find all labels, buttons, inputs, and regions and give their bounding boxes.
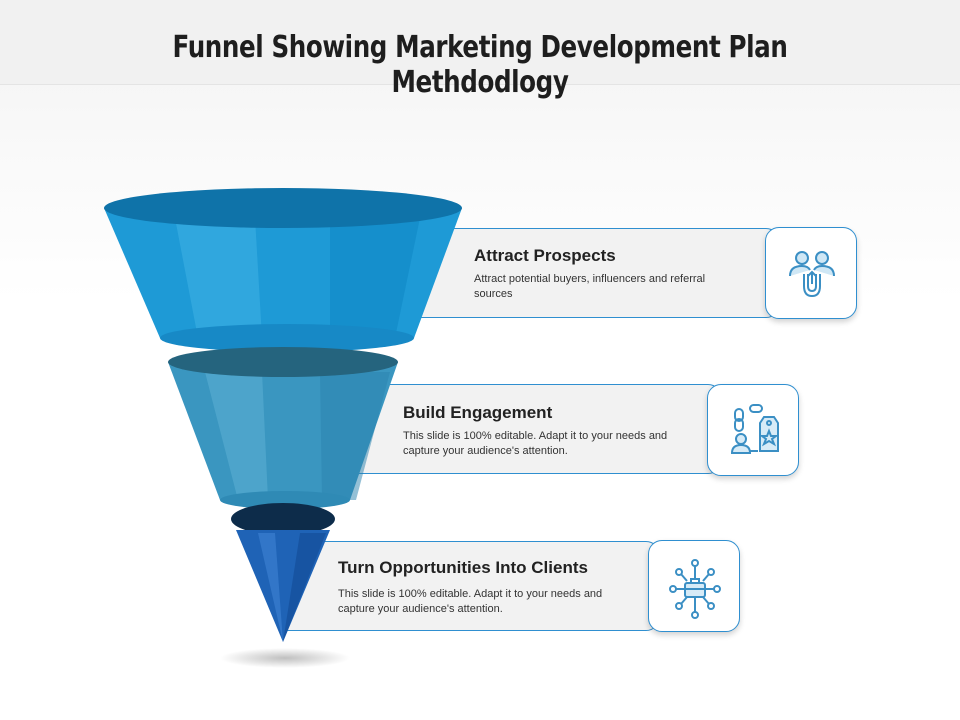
step-desc-attract: Attract potential buyers, influencers an… xyxy=(474,273,706,300)
icon-box-clients xyxy=(648,540,740,632)
step-title-attract: Attract Prospects xyxy=(474,246,616,265)
step-title-clients: Turn Opportunities Into Clients xyxy=(338,558,588,577)
page-title: Funnel Showing Marketing Development Pla… xyxy=(172,30,788,100)
funnel-section-clients xyxy=(231,503,335,642)
chain-person-tag-icon xyxy=(730,404,779,454)
step-desc-clients: This slide is 100% editable. Adapt it to… xyxy=(338,588,603,615)
icon-box-engagement xyxy=(707,384,799,476)
step-desc-engagement: This slide is 100% editable. Adapt it to… xyxy=(403,430,668,457)
funnel-section-attract xyxy=(104,188,462,352)
step-title-engagement: Build Engagement xyxy=(403,403,553,422)
funnel-shadow xyxy=(220,648,350,668)
funnel-section-engagement xyxy=(168,347,398,509)
icon-box-attract xyxy=(765,227,857,319)
step-panel-clients xyxy=(280,541,660,631)
step-panel-engagement xyxy=(330,384,722,474)
title-band xyxy=(0,0,960,85)
people-magnet-icon xyxy=(789,251,835,298)
briefcase-network-icon xyxy=(669,559,721,619)
